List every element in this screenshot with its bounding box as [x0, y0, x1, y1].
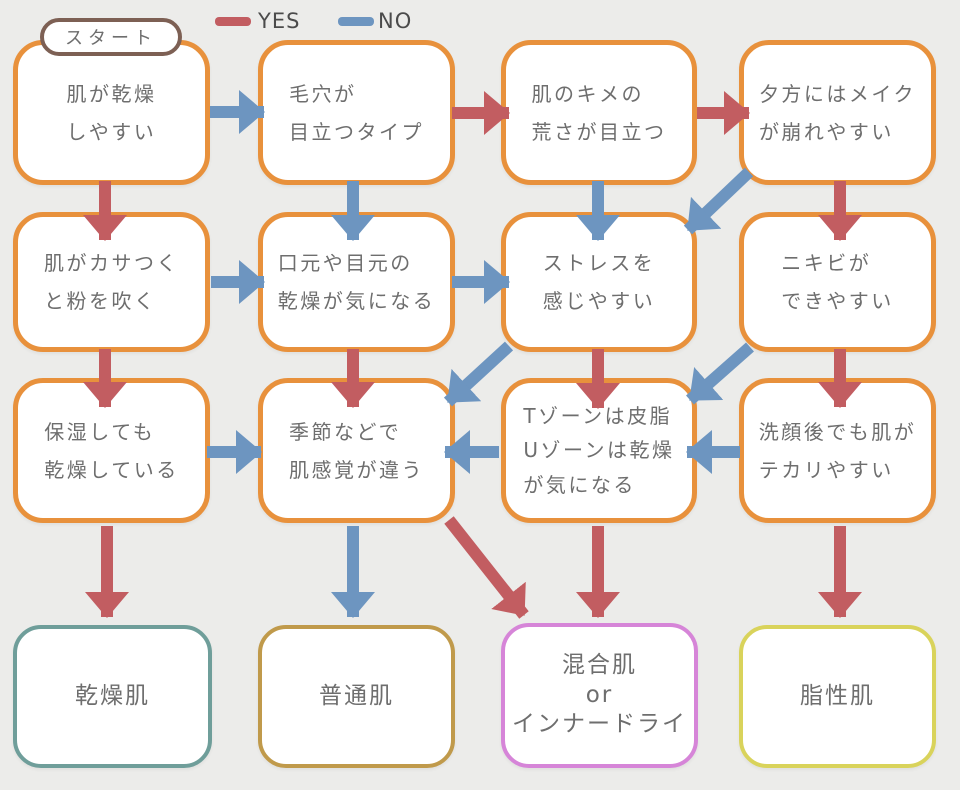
node-label: 洗顔後でも肌が テカリやすい: [758, 419, 917, 482]
result-normal-skin: 普通肌: [258, 625, 455, 768]
node-label: ストレスを 感じやすい: [542, 251, 656, 313]
yes-arrow-swatch: [215, 17, 251, 26]
start-label: スタート: [65, 28, 157, 49]
node-shiny-after-washing: 洗顔後でも肌が テカリやすい: [739, 378, 936, 523]
node-acne-prone: ニキビが できやすい: [739, 212, 936, 352]
legend-yes-label: YES: [258, 9, 301, 33]
result-oily-skin: 脂性肌: [739, 625, 936, 768]
result-label: 乾燥肌: [75, 682, 150, 709]
legend: YES NO: [0, 0, 960, 40]
edge-q8-q11-no: [686, 342, 754, 405]
node-label: 肌のキメの 荒さが目立つ: [531, 81, 667, 144]
node-label: 肌が乾燥 しやすい: [66, 81, 157, 144]
node-dry-despite-moisturizing: 保湿しても 乾燥している: [13, 378, 210, 523]
node-label: Tゾーンは皮脂 Uゾーンは乾燥 が気になる: [523, 403, 675, 497]
edge-q4-q7-no: [683, 167, 754, 235]
node-label: 保湿しても 乾燥している: [44, 419, 179, 482]
no-arrow-swatch: [338, 17, 374, 26]
node-rough-texture: 肌のキメの 荒さが目立つ: [501, 40, 697, 185]
result-label: 普通肌: [319, 682, 394, 709]
node-label: ニキビが できやすい: [781, 251, 894, 313]
result-label: 混合肌 or インナードライ: [512, 651, 687, 738]
node-label: 季節などで 肌感覚が違う: [289, 419, 424, 482]
node-visible-pores: 毛穴が 目立つタイプ: [258, 40, 455, 185]
node-label: 肌がカサつく と粉を吹く: [44, 251, 179, 313]
result-label: 脂性肌: [800, 682, 875, 709]
node-label: 夕方にはメイク が崩れやすい: [758, 81, 917, 144]
result-dry-skin: 乾燥肌: [13, 625, 212, 768]
node-dry-skin-prone: 肌が乾燥 しやすい: [13, 40, 210, 185]
legend-no-label: NO: [378, 9, 413, 33]
node-label: 口元や目元の 乾燥が気になる: [277, 251, 436, 313]
node-flaky-powdery-skin: 肌がカサつく と粉を吹く: [13, 212, 210, 352]
edge-q7-q10-no: [443, 341, 514, 407]
node-seasonal-skin-change: 季節などで 肌感覚が違う: [258, 378, 455, 523]
node-stress-prone: ストレスを 感じやすい: [501, 212, 697, 352]
start-badge: スタート: [40, 18, 182, 56]
node-makeup-breaks-down: 夕方にはメイク が崩れやすい: [739, 40, 936, 185]
node-mouth-eye-dryness: 口元や目元の 乾燥が気になる: [258, 212, 455, 352]
result-combination-or-inner-dry: 混合肌 or インナードライ: [501, 623, 698, 768]
edge-q10-r3-yes: [444, 516, 529, 619]
node-label: 毛穴が 目立つタイプ: [289, 81, 424, 144]
node-tzone-oily-uzone-dry: Tゾーンは皮脂 Uゾーンは乾燥 が気になる: [501, 378, 697, 523]
